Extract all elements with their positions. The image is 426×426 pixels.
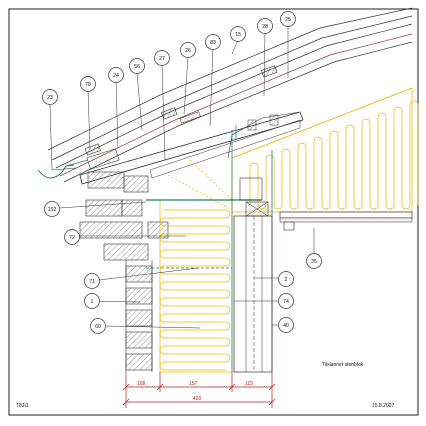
dimension-lines (122, 372, 276, 408)
drawing-frame (8, 8, 419, 416)
svg-text:28: 28 (262, 24, 268, 30)
svg-text:23: 23 (47, 95, 53, 101)
svg-text:72: 72 (69, 235, 75, 241)
brick-wall (79, 171, 169, 372)
roof-insulation (167, 87, 419, 213)
callout-35: 35 (306, 253, 322, 269)
dimension-segment-3: 115 (245, 381, 253, 387)
dimension-segment-2: 157 (189, 381, 198, 387)
dimension-segment-1: 108 (137, 381, 146, 387)
svg-text:15: 15 (235, 32, 241, 38)
svg-text:60: 60 (95, 324, 101, 330)
svg-text:2: 2 (285, 277, 288, 283)
svg-text:71: 71 (89, 279, 95, 285)
vapour-barrier (146, 125, 273, 372)
drawing-code: T8JI1 (16, 403, 29, 409)
svg-text:78: 78 (85, 82, 91, 88)
callout-72: 72 (64, 229, 80, 245)
roof-layers (47, 7, 413, 185)
callout-28: 28 (257, 18, 273, 34)
callout-56: 56 (129, 58, 145, 74)
callout-40: 40 (278, 317, 294, 333)
svg-text:83: 83 (210, 40, 216, 46)
drawing-note: Tilslannet stenblok (322, 362, 364, 368)
svg-text:24: 24 (113, 73, 119, 79)
callout-25: 25 (280, 11, 296, 27)
callout-71: 71 (84, 273, 100, 289)
svg-text:27: 27 (159, 56, 165, 62)
callout-23: 23 (42, 89, 58, 105)
svg-text:1: 1 (91, 299, 94, 305)
svg-text:56: 56 (134, 64, 140, 70)
callout-2: 2 (278, 271, 294, 287)
callout-1: 1 (84, 293, 100, 309)
callout-26: 26 (180, 42, 196, 58)
leader-lines (49, 25, 315, 329)
wall-insulation (159, 199, 233, 373)
callout-152: 152 (44, 201, 60, 217)
svg-text:152: 152 (48, 207, 57, 213)
svg-text:25: 25 (285, 17, 291, 23)
callout-24: 24 (108, 67, 124, 83)
svg-text:26: 26 (185, 48, 191, 54)
callout-83: 83 (205, 34, 221, 50)
callout-74: 74 (278, 293, 294, 309)
inner-frame (233, 177, 273, 373)
svg-text:74: 74 (283, 299, 289, 305)
callout-27: 27 (154, 50, 170, 66)
drawing-date: 15.8.2007 (372, 403, 394, 409)
svg-text:35: 35 (311, 259, 317, 265)
dimension-total: 420 (193, 396, 202, 402)
svg-text:40: 40 (283, 323, 289, 329)
ceiling-board (279, 211, 413, 231)
callout-60: 60 (90, 318, 106, 334)
gutter (37, 159, 89, 179)
callout-15: 15 (230, 26, 246, 42)
callout-78: 78 (80, 76, 96, 92)
